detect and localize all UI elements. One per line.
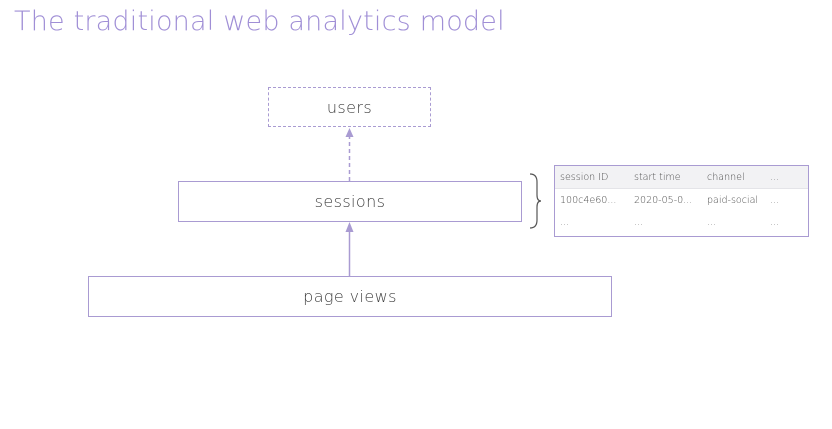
sessions-node: sessions (178, 181, 522, 222)
table-row: 100c4e60... 2020-05-0... paid-social ... (555, 189, 808, 212)
table-cell: 2020-05-0... (634, 194, 693, 206)
table-cell: ... (770, 194, 780, 206)
sessions-node-label: sessions (314, 192, 386, 211)
users-node: users (268, 87, 431, 127)
column-header: channel (702, 166, 765, 189)
table-cell: 100c4e60... (560, 194, 617, 206)
table-cell: ... (634, 216, 644, 228)
page-views-node-label: page views (303, 287, 397, 306)
column-header: ... (765, 166, 808, 189)
solid-arrow-head (345, 222, 354, 232)
table-header-row: session ID start time channel ... (555, 166, 808, 189)
table-cell: ... (707, 216, 717, 228)
sessions-table-panel: session ID start time channel ... 100c4e… (554, 165, 809, 237)
table-cell: ... (560, 216, 570, 228)
dashed-arrow-head (345, 128, 354, 137)
users-node-label: users (326, 97, 373, 117)
column-header: session ID (555, 166, 629, 189)
page-views-node: page views (88, 276, 612, 317)
curly-brace (529, 173, 542, 229)
table-row: ... ... ... ... (555, 211, 808, 233)
page-title: The traditional web analytics model (14, 6, 505, 37)
table-cell: ... (770, 216, 780, 228)
sessions-table: session ID start time channel ... 100c4e… (555, 166, 808, 233)
column-header: start time (629, 166, 702, 189)
table-cell: paid-social (707, 194, 759, 206)
